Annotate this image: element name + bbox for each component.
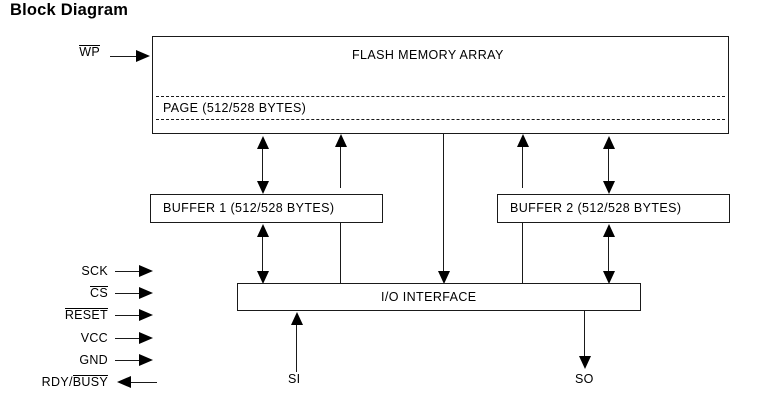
signal-label-wp: WP [50,45,100,59]
vcc-wire [115,338,141,339]
signal-label-wp-text: WP [79,45,100,59]
io-interface-block [237,283,641,311]
signal-label-vcc-text: VCC [80,331,108,345]
signal-label-sck-text: SCK [81,264,108,278]
flash-memory-array-label: FLASH MEMORY ARRAY [352,48,504,62]
sck-wire [115,271,141,272]
flash-buffer1-bidir-wire [262,140,263,188]
flash-io-center-wire [443,134,444,272]
buffer2-io-bidir-wire [608,228,609,278]
buffer2-block [497,194,730,223]
buffer2-bus-passthrough-wire [522,146,523,188]
buffer2-io-arrow-down-icon [603,271,615,284]
buffer1-io-arrow-down-icon [257,271,269,284]
buffer1-block [150,194,383,223]
page-band-bottom-divider [156,119,725,120]
buffer2-label: BUFFER 2 (512/528 BYTES) [510,201,682,215]
so-wire [584,311,585,357]
rdy-busy-arrow-icon [117,376,131,388]
signal-label-reset: RESET [18,308,108,322]
signal-label-cs: CS [28,286,108,300]
flash-memory-array-block [152,36,729,134]
reset-wire [115,315,141,316]
cs-arrow-icon [139,287,153,299]
signal-label-gnd-text: GND [79,353,108,367]
flash-io-center-arrow-down-icon [438,271,450,284]
rdy-busy-wire [131,382,157,383]
buffer1-label: BUFFER 1 (512/528 BYTES) [163,201,335,215]
flash-buffer2-arrow-down-icon [603,181,615,194]
cs-wire [115,293,141,294]
page-title: Block Diagram [10,1,129,19]
flash-buffer2-arrow-up-icon [603,136,615,149]
gnd-wire [115,360,141,361]
signal-label-reset-text: RESET [64,308,108,322]
gnd-arrow-icon [139,354,153,366]
sck-arrow-icon [139,265,153,277]
buffer2-io-arrow-up-icon [603,224,615,237]
si-wire [296,325,297,372]
buffer2-bus-arrow-up-icon [517,134,529,147]
buffer1-io-arrow-up-icon [257,224,269,237]
signal-label-cs-text: CS [90,286,108,300]
signal-label-rdy-prefix: RDY/ [41,375,73,389]
si-arrow-icon [291,312,303,325]
flash-buffer1-arrow-up-icon [257,136,269,149]
buffer2-bus-to-io-wire [522,223,523,284]
signal-label-busy-text: BUSY [72,375,108,389]
vcc-arrow-icon [139,332,153,344]
page-band-top-divider [156,96,725,97]
buffer1-bus-passthrough-wire [340,146,341,188]
so-arrow-icon [579,356,591,369]
signal-label-gnd: GND [28,353,108,367]
signal-label-si: SI [288,372,301,386]
io-interface-label: I/O INTERFACE [381,290,477,304]
buffer1-bus-to-io-wire [340,223,341,284]
signal-label-sck: SCK [28,264,108,278]
signal-label-vcc: VCC [28,331,108,345]
signal-label-so: SO [575,372,594,386]
signal-label-rdy-busy: RDY/BUSY [5,375,108,389]
buffer1-bus-arrow-up-icon [335,134,347,147]
flash-buffer1-arrow-down-icon [257,181,269,194]
buffer1-io-bidir-wire [262,228,263,278]
wp-arrow-icon [136,50,150,62]
reset-arrow-icon [139,309,153,321]
page-label: PAGE (512/528 BYTES) [163,101,307,115]
wp-wire [110,56,138,57]
flash-buffer2-bidir-wire [608,140,609,188]
